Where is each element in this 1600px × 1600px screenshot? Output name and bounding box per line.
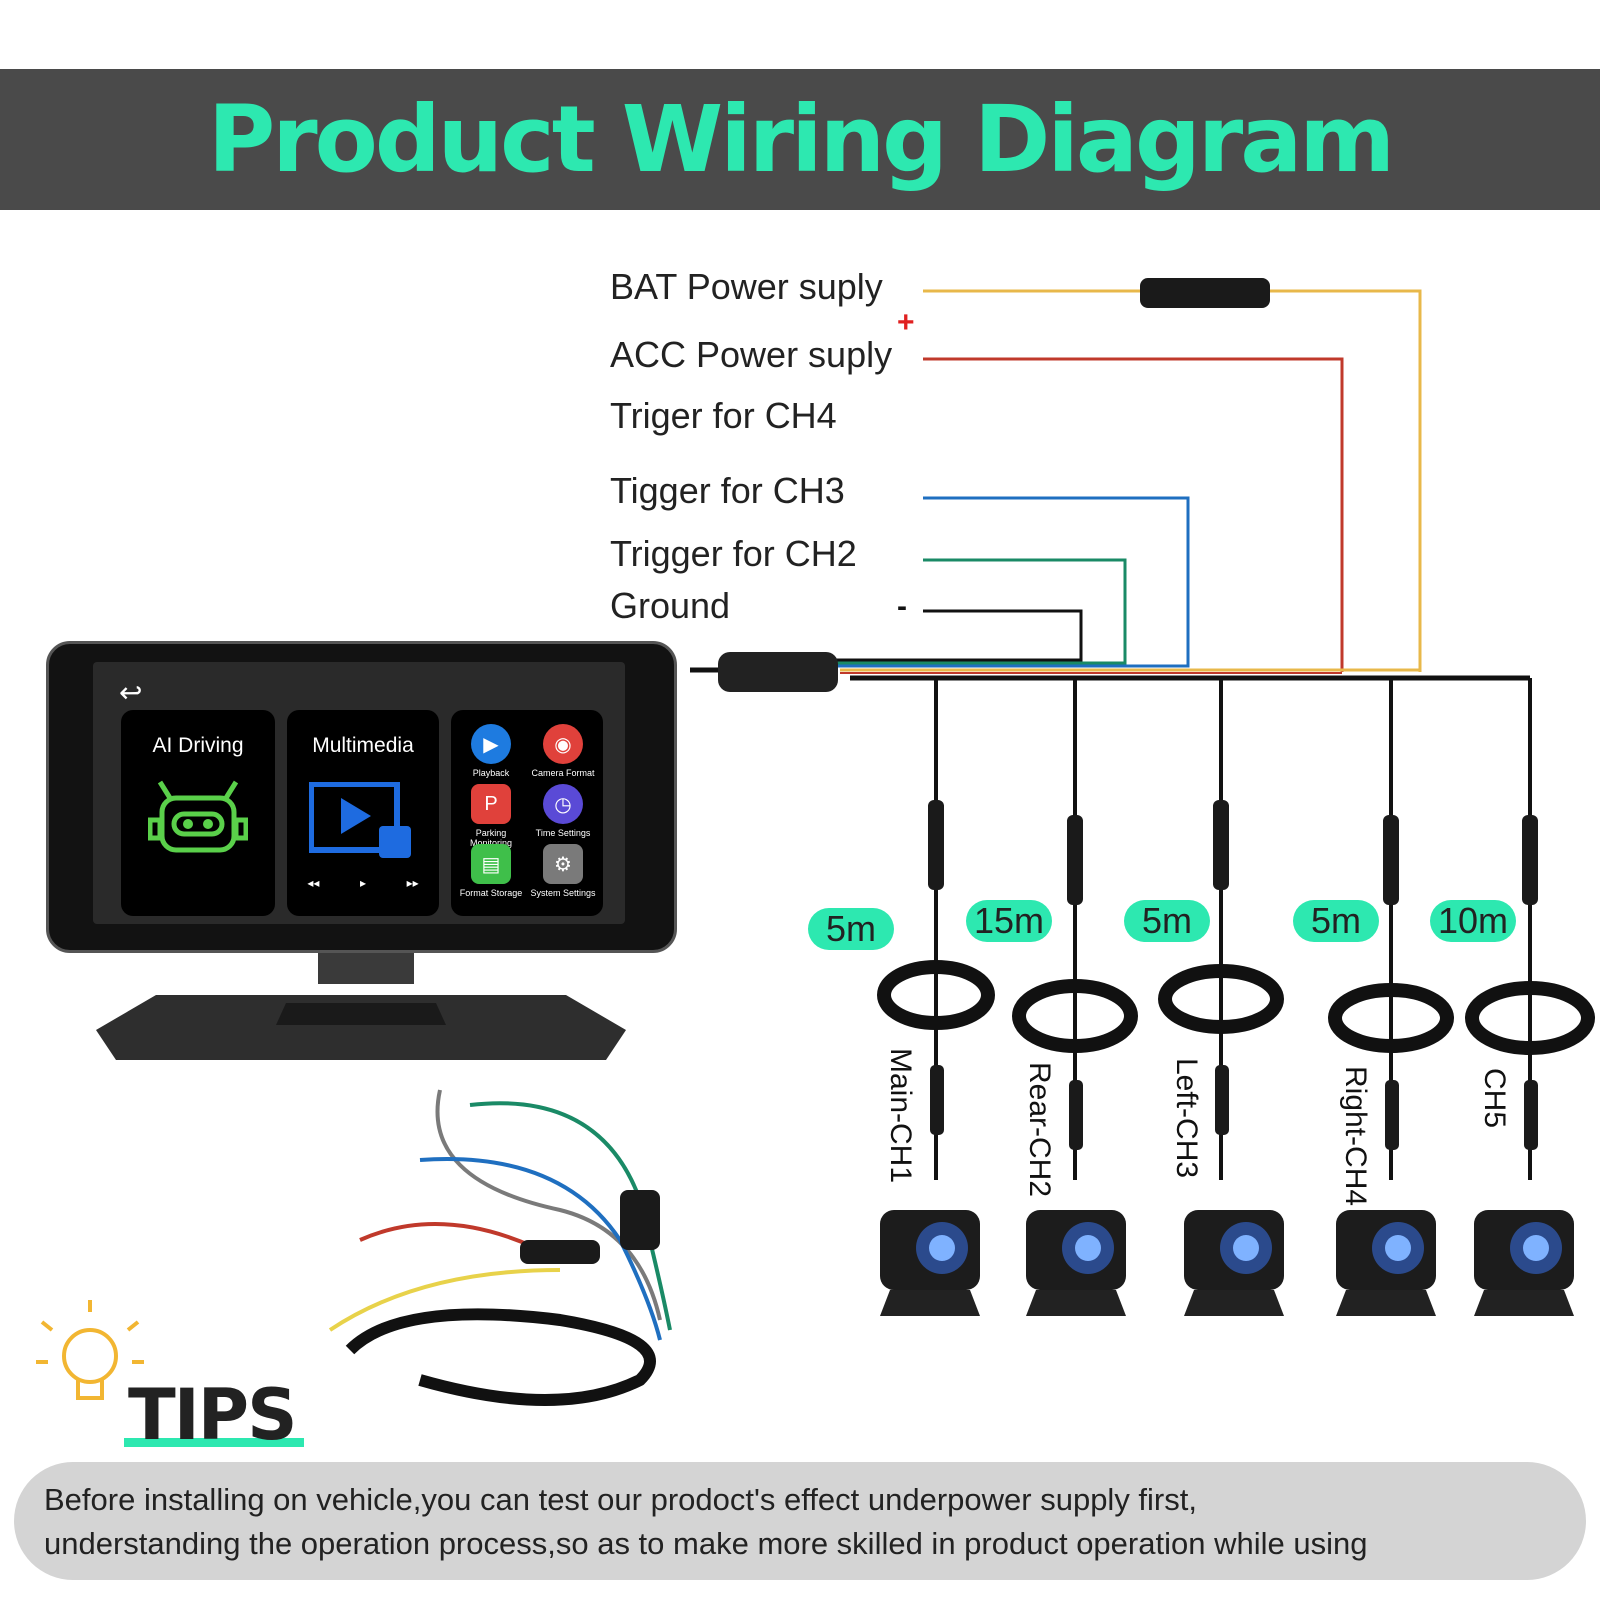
app-parking-monitoring[interactable]: P Parking Monitoring xyxy=(455,784,527,848)
camera-units xyxy=(880,1210,1574,1316)
minus-sign: - xyxy=(897,590,907,623)
ch3-wire xyxy=(760,496,1190,668)
app-label: Parking Monitoring xyxy=(469,828,513,848)
acc-wire xyxy=(923,357,1344,672)
lightbulb-icon xyxy=(36,1300,144,1400)
tips-line-2: understanding the operation process,so a… xyxy=(44,1526,1368,1561)
wire-label-ground: Ground xyxy=(610,585,731,626)
monitor: ↩ AI Driving Multimedia ◂◂ xyxy=(46,641,677,953)
app-label: Format Storage xyxy=(459,888,523,898)
bat-wire xyxy=(923,289,1422,672)
inline-connectors xyxy=(928,800,1538,1150)
ground-wire xyxy=(760,609,1083,662)
tile-multimedia[interactable]: Multimedia ◂◂ ▸ ▸▸ xyxy=(287,710,439,916)
back-arrow-icon[interactable]: ↩ xyxy=(119,677,143,708)
camera-label: Main-CH1 xyxy=(884,1048,917,1184)
title-banner: Product Wiring Diagram xyxy=(0,69,1600,210)
camera-icon-1 xyxy=(880,1210,980,1316)
tips-note: Before installing on vehicle,you can tes… xyxy=(14,1462,1586,1580)
app-label: System Settings xyxy=(530,888,596,898)
wire-label-ch2: Trigger for CH2 xyxy=(610,533,857,574)
app-camera-format[interactable]: ◉ Camera Format xyxy=(527,724,599,778)
wire-label-bat: BAT Power suply xyxy=(610,266,883,307)
app-label: Playback xyxy=(472,768,510,778)
main-connector xyxy=(718,652,838,692)
app-label: Time Settings xyxy=(535,828,591,838)
cable-length-badge: 15m xyxy=(966,900,1052,942)
ch2-wire xyxy=(760,558,1127,665)
folder-icon: ▤ xyxy=(471,844,511,884)
tips-heading: TIPS xyxy=(128,1374,298,1456)
tips-line-1: Before installing on vehicle,you can tes… xyxy=(44,1482,1197,1517)
camera-label: CH5 xyxy=(1478,1068,1511,1129)
cable-length-badge: 5m xyxy=(1124,900,1210,942)
cable-length-badge: 10m xyxy=(1430,900,1516,942)
camera-label: Right-CH4 xyxy=(1339,1066,1372,1207)
cable-coils xyxy=(877,960,1595,1055)
app-system-settings[interactable]: ⚙ System Settings xyxy=(527,844,599,898)
camera-icon-2 xyxy=(1026,1210,1126,1316)
camera-icon-5 xyxy=(1474,1210,1574,1316)
media-controls: ◂◂ ▸ ▸▸ xyxy=(287,876,439,890)
tile-title: Multimedia xyxy=(312,734,414,757)
camera-label: Rear-CH2 xyxy=(1023,1062,1056,1198)
tile-title: AI Driving xyxy=(152,734,244,757)
camera-label: Left-CH3 xyxy=(1170,1058,1203,1179)
fuse-holder xyxy=(1140,278,1270,308)
monitor-stand-base xyxy=(96,995,626,1060)
wire-label-acc: ACC Power suply xyxy=(610,334,893,375)
cable-length-badge: 5m xyxy=(1293,900,1379,942)
app-format-storage[interactable]: ▤ Format Storage xyxy=(455,844,527,898)
wire-label-ch4: Triger for CH4 xyxy=(610,395,837,436)
app-time-settings[interactable]: ◷ Time Settings xyxy=(527,784,599,838)
play-icon xyxy=(309,782,411,858)
play-circle-icon: ▶ xyxy=(471,724,511,764)
cable-length-badge: 5m xyxy=(808,908,894,950)
camera-icon-4 xyxy=(1336,1210,1436,1316)
camera-icon: ◉ xyxy=(543,724,583,764)
wire-label-ch3: Tigger for CH3 xyxy=(610,470,845,511)
plus-sign: + xyxy=(897,306,915,339)
tile-apps: ▶ Playback ◉ Camera Format P Parking Mon… xyxy=(451,710,603,916)
app-playback[interactable]: ▶ Playback xyxy=(455,724,527,778)
monitor-stand-neck xyxy=(318,950,414,984)
wire-harness-illustration xyxy=(328,1089,672,1406)
play-button[interactable]: ▸ xyxy=(359,876,367,890)
tips-underline xyxy=(124,1438,304,1447)
app-label: Camera Format xyxy=(531,768,595,778)
page-title: Product Wiring Diagram xyxy=(207,86,1395,193)
rewind-button[interactable]: ◂◂ xyxy=(307,876,320,890)
clock-icon: ◷ xyxy=(543,784,583,824)
camera-icon-3 xyxy=(1184,1210,1284,1316)
robot-icon xyxy=(148,780,248,853)
fast-forward-button[interactable]: ▸▸ xyxy=(406,876,419,890)
parking-icon: P xyxy=(471,784,511,824)
gear-icon: ⚙ xyxy=(543,844,583,884)
tile-ai-driving[interactable]: AI Driving xyxy=(121,710,275,916)
monitor-screen: ↩ AI Driving Multimedia ◂◂ xyxy=(93,662,625,924)
